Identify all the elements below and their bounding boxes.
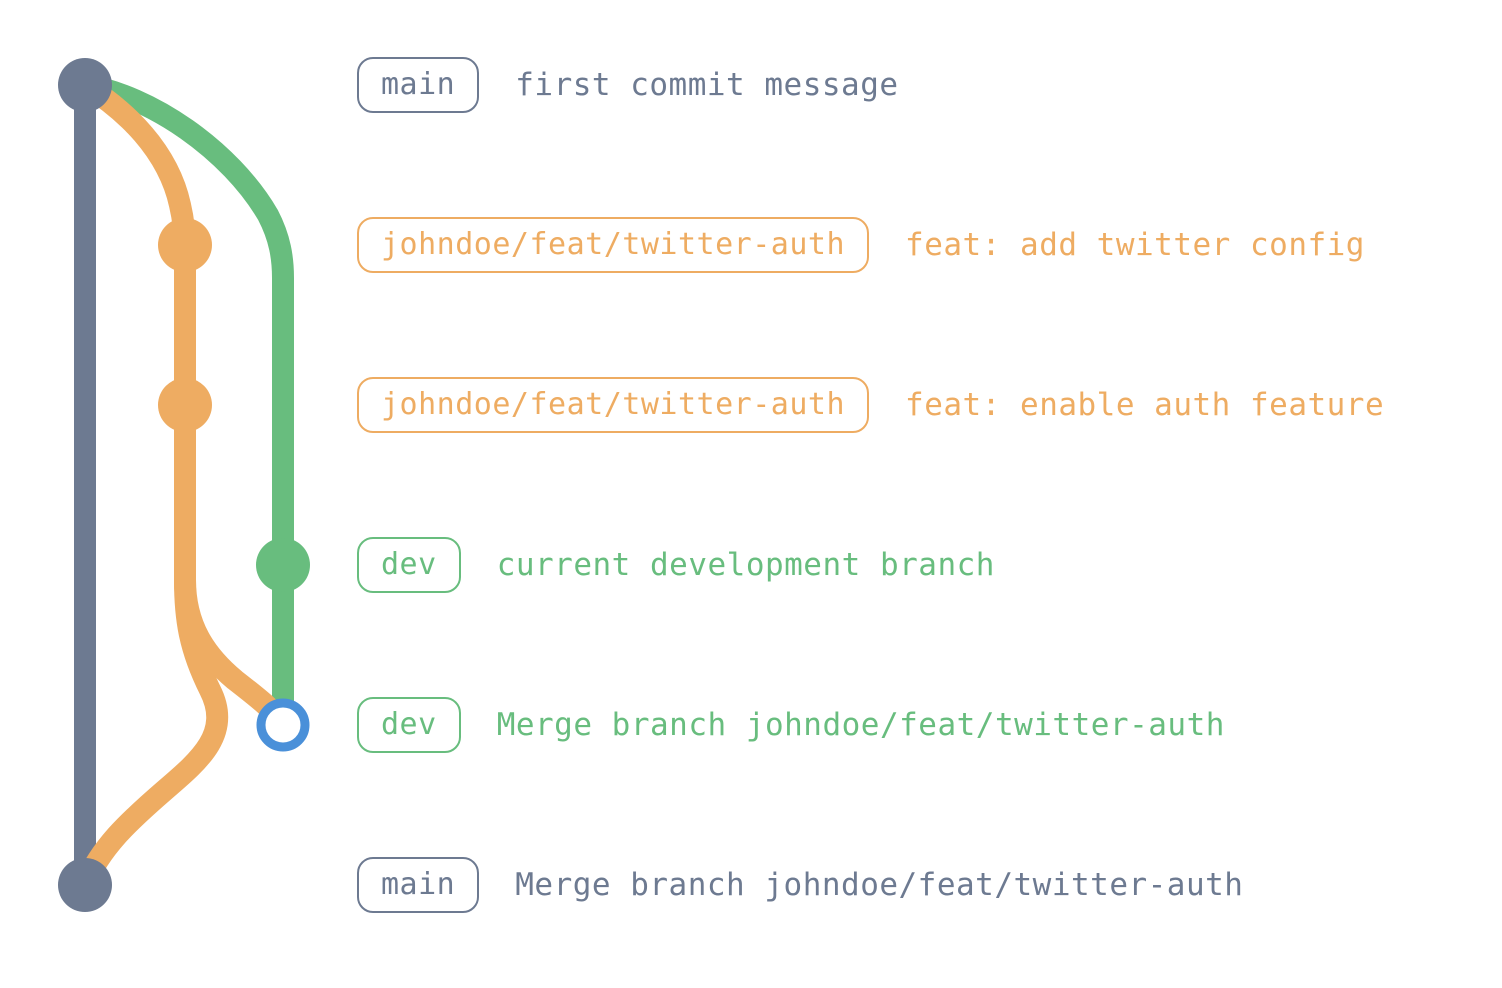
commit-message: feat: add twitter config [905,226,1365,263]
branch-pill-main[interactable]: main [357,857,480,913]
commit-node-dev-current[interactable] [256,538,310,592]
commit-node-main-merge[interactable] [58,858,112,912]
branch-pill-dev[interactable]: dev [357,537,461,593]
commit-message: current development branch [496,546,995,583]
branch-pill-feature[interactable]: johndoe/feat/twitter-auth [357,217,870,273]
branch-pill-main[interactable]: main [357,57,480,113]
commit-node-first[interactable] [58,58,112,112]
branch-pill-dev[interactable]: dev [357,697,461,753]
commit-message: Merge branch johndoe/feat/twitter-auth [496,706,1225,743]
commit-message: first commit message [515,66,899,103]
commit-message: feat: enable auth feature [905,386,1385,423]
commit-message: Merge branch johndoe/feat/twitter-auth [515,866,1244,903]
commit-node-dev-merge-head[interactable] [256,698,310,752]
branch-line-dev [74,74,294,736]
branch-pill-feature[interactable]: johndoe/feat/twitter-auth [357,377,870,433]
commit-node-twitter-config[interactable] [158,218,212,272]
commit-node-enable-auth[interactable] [158,378,212,432]
